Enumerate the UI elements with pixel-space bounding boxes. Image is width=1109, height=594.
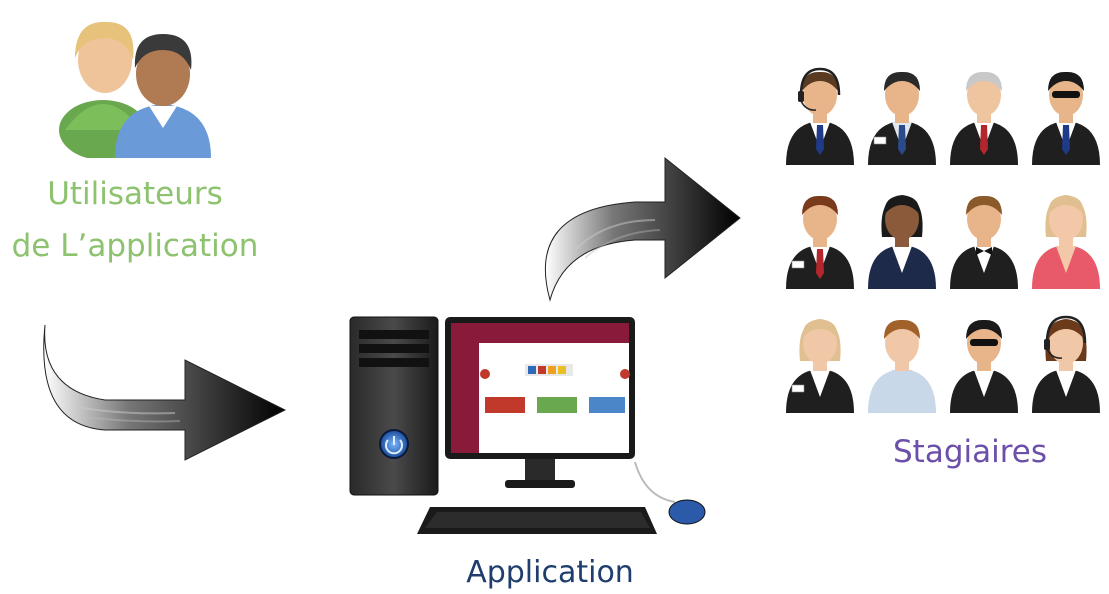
trainees-label: Stagiaires [892,434,1048,470]
trainees-grid [780,60,1109,425]
trainee-avatar [1032,195,1100,289]
users-label-line2: de L’application [11,228,259,264]
trainees-avatars [786,67,1100,413]
desktop-computer-icon [349,316,706,534]
trainee-avatar [950,319,1018,413]
trainee-avatar [1032,315,1100,413]
curved-arrow-right-icon [43,324,287,461]
trainee-avatar [786,195,854,289]
trainee-avatar [868,71,936,165]
trainee-avatar [950,195,1018,289]
users-group-icon [59,21,211,158]
trainee-avatar [868,319,936,413]
users-label-line1: Utilisateurs [47,176,223,212]
trainee-avatar [786,67,854,165]
trainee-avatar [786,319,854,413]
curved-arrow-up-right-icon [544,156,741,302]
trainee-avatar [950,71,1018,165]
application-label: Application [466,555,634,590]
trainee-avatar [868,195,936,289]
trainee-avatar [1032,71,1100,165]
users-label: Utilisateurs de L’application [0,168,270,272]
